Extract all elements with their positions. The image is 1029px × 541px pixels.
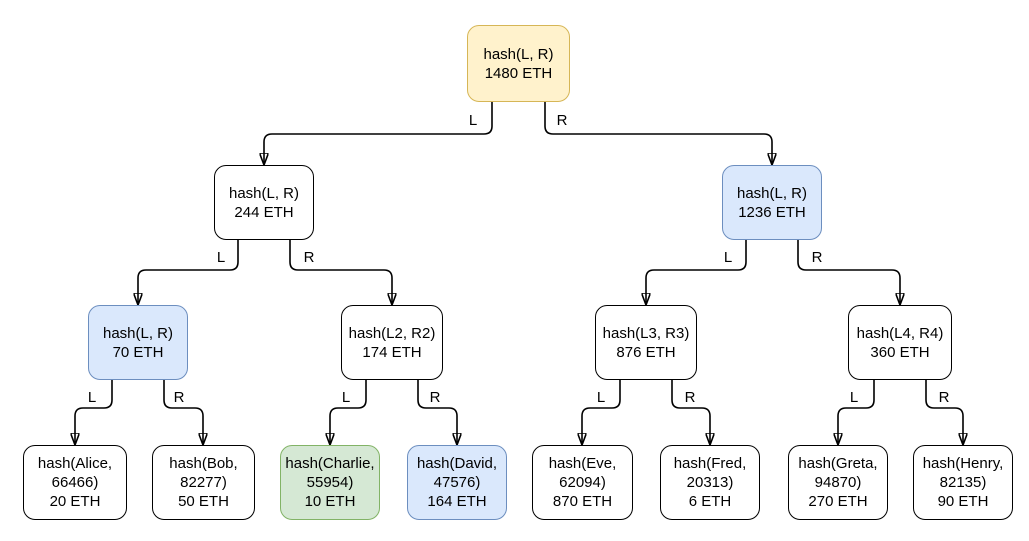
tree-node-ll[interactable]: hash(L, R) 70 ETH [88, 305, 188, 380]
tree-node-rl[interactable]: hash(L3, R3) 876 ETH [595, 305, 697, 380]
node-hash-label: hash(Eve, 62094) [548, 455, 617, 491]
tree-node-leaf-greta[interactable]: hash(Greta, 94870) 270 ETH [788, 445, 888, 520]
node-hash-label: hash(L3, R3) [602, 324, 690, 342]
node-hash-label: hash(Fred, 20313) [673, 455, 747, 491]
edge-label-lr-left: L [341, 389, 351, 406]
tree-node-leaf-charlie[interactable]: hash(Charlie, 55954) 10 ETH [280, 445, 380, 520]
edge-label-l-right: R [303, 249, 315, 266]
node-hash-label: hash(David, 47576) [416, 455, 498, 491]
node-hash-label: hash(L, R) [102, 324, 174, 342]
node-hash-label: hash(L, R) [736, 184, 808, 202]
node-amount: 270 ETH [808, 493, 868, 510]
edge-label-rl-right: R [684, 389, 696, 406]
node-amount: 6 ETH [688, 493, 732, 510]
node-amount: 1236 ETH [738, 203, 806, 221]
tree-node-leaf-henry[interactable]: hash(Henry, 82135) 90 ETH [913, 445, 1013, 520]
node-hash-label: hash(L4, R4) [856, 324, 944, 342]
node-amount: 20 ETH [49, 493, 101, 510]
edge-label-root-right: R [556, 112, 568, 129]
edge-label-rr-right: R [938, 389, 950, 406]
node-amount: 70 ETH [112, 343, 164, 361]
tree-node-r[interactable]: hash(L, R) 1236 ETH [722, 165, 822, 240]
node-hash-label: hash(Bob, 82277) [169, 455, 238, 491]
edge-label-rl-left: L [596, 389, 606, 406]
edge-label-root-left: L [468, 112, 478, 129]
edge-label-ll-left: L [87, 389, 97, 406]
tree-node-lr[interactable]: hash(L2, R2) 174 ETH [341, 305, 443, 380]
tree-node-leaf-alice[interactable]: hash(Alice, 66466) 20 ETH [23, 445, 127, 520]
edge-label-r-left: L [723, 249, 733, 266]
node-amount: 360 ETH [870, 343, 930, 361]
node-hash-label: hash(Henry, 82135) [922, 455, 1004, 491]
node-hash-label: hash(L, R) [228, 184, 300, 202]
node-hash-label: hash(L2, R2) [348, 324, 436, 342]
node-hash-label: hash(L, R) [483, 45, 554, 63]
edge-label-l-left: L [216, 249, 226, 266]
node-amount: 876 ETH [616, 343, 676, 361]
edge-root-right [544, 102, 772, 164]
edge-label-r-right: R [811, 249, 823, 266]
tree-node-rr[interactable]: hash(L4, R4) 360 ETH [848, 305, 952, 380]
node-hash-label: hash(Charlie, 55954) [285, 455, 375, 491]
node-amount: 244 ETH [234, 203, 294, 221]
edge-label-lr-right: R [429, 389, 441, 406]
node-amount: 90 ETH [937, 493, 989, 510]
edge-label-ll-right: R [173, 389, 185, 406]
node-amount: 174 ETH [362, 343, 422, 361]
node-hash-label: hash(Alice, 66466) [37, 455, 113, 491]
node-hash-label: hash(Greta, 94870) [798, 455, 878, 491]
tree-node-leaf-david[interactable]: hash(David, 47576) 164 ETH [407, 445, 507, 520]
tree-node-leaf-fred[interactable]: hash(Fred, 20313) 6 ETH [660, 445, 760, 520]
tree-node-root[interactable]: hash(L, R) 1480 ETH [467, 25, 570, 102]
tree-node-leaf-bob[interactable]: hash(Bob, 82277) 50 ETH [152, 445, 255, 520]
node-amount: 1480 ETH [484, 64, 553, 82]
node-amount: 164 ETH [427, 493, 487, 510]
node-amount: 50 ETH [178, 493, 229, 510]
edge-label-rr-left: L [849, 389, 859, 406]
node-amount: 10 ETH [304, 493, 356, 510]
tree-node-l[interactable]: hash(L, R) 244 ETH [214, 165, 314, 240]
tree-node-leaf-eve[interactable]: hash(Eve, 62094) 870 ETH [532, 445, 633, 520]
node-amount: 870 ETH [552, 493, 613, 510]
edge-root-left [264, 102, 493, 164]
